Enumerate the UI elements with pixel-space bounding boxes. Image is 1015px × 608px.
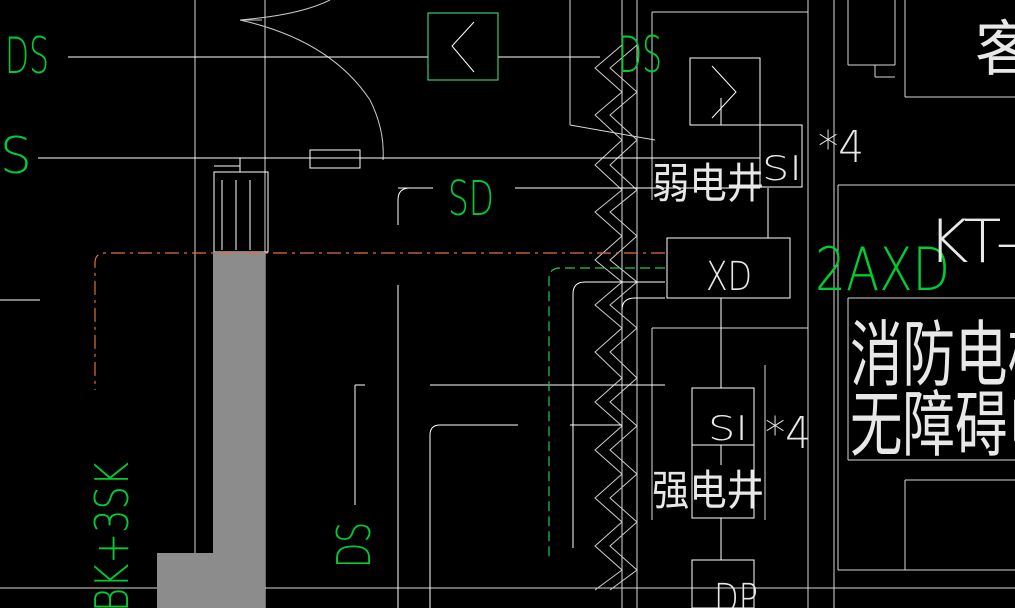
label-si-bottom-count: *4 xyxy=(765,408,811,459)
conduit-lines xyxy=(0,56,769,608)
shaft-hatch xyxy=(594,44,638,591)
label-xd: XD xyxy=(706,254,752,300)
label-bk-3sk: BK+3SK xyxy=(85,462,139,608)
label-fire-elevator-1: 消防电梯 xyxy=(850,313,1015,397)
label-ds-bottom: DS xyxy=(327,522,381,568)
label-si-top: SI xyxy=(762,149,802,189)
label-s-left: S xyxy=(0,127,32,185)
label-kt: KT- xyxy=(928,207,1015,277)
label-dp: DP xyxy=(714,576,758,608)
switch-symbol-right xyxy=(711,65,737,119)
si-box-bottom xyxy=(691,387,755,519)
label-si-top-count: *4 xyxy=(818,122,864,173)
text-labels: DS S DS SD DS BK+3SK 弱电井 SI *4 XD 2AXD K… xyxy=(0,15,1015,608)
dashed-green-line xyxy=(548,267,665,560)
equipment-boxes xyxy=(427,12,803,608)
structural-column xyxy=(157,252,265,608)
switch-symbol-left xyxy=(451,21,475,73)
label-sd-mid: SD xyxy=(448,171,494,227)
switch-box-left xyxy=(427,12,499,81)
label-2axd: 2AXD xyxy=(815,235,950,305)
label-fire-elevator-2: 无障碍电 xyxy=(850,383,1015,467)
door-swing xyxy=(239,0,384,161)
label-weak-shaft: 弱电井 xyxy=(652,159,764,208)
dp-box xyxy=(691,559,755,608)
label-ds-top: DS xyxy=(618,26,662,84)
label-ds-left: DS xyxy=(5,27,49,85)
label-si-bottom: SI xyxy=(708,409,748,449)
label-strong-shaft: 强电井 xyxy=(652,466,764,515)
xd-box xyxy=(666,237,791,299)
label-room-partial: 客 xyxy=(975,15,1015,85)
dashed-orange-line xyxy=(94,252,665,390)
si-box-top xyxy=(759,124,803,188)
switch-box-right xyxy=(689,57,761,126)
